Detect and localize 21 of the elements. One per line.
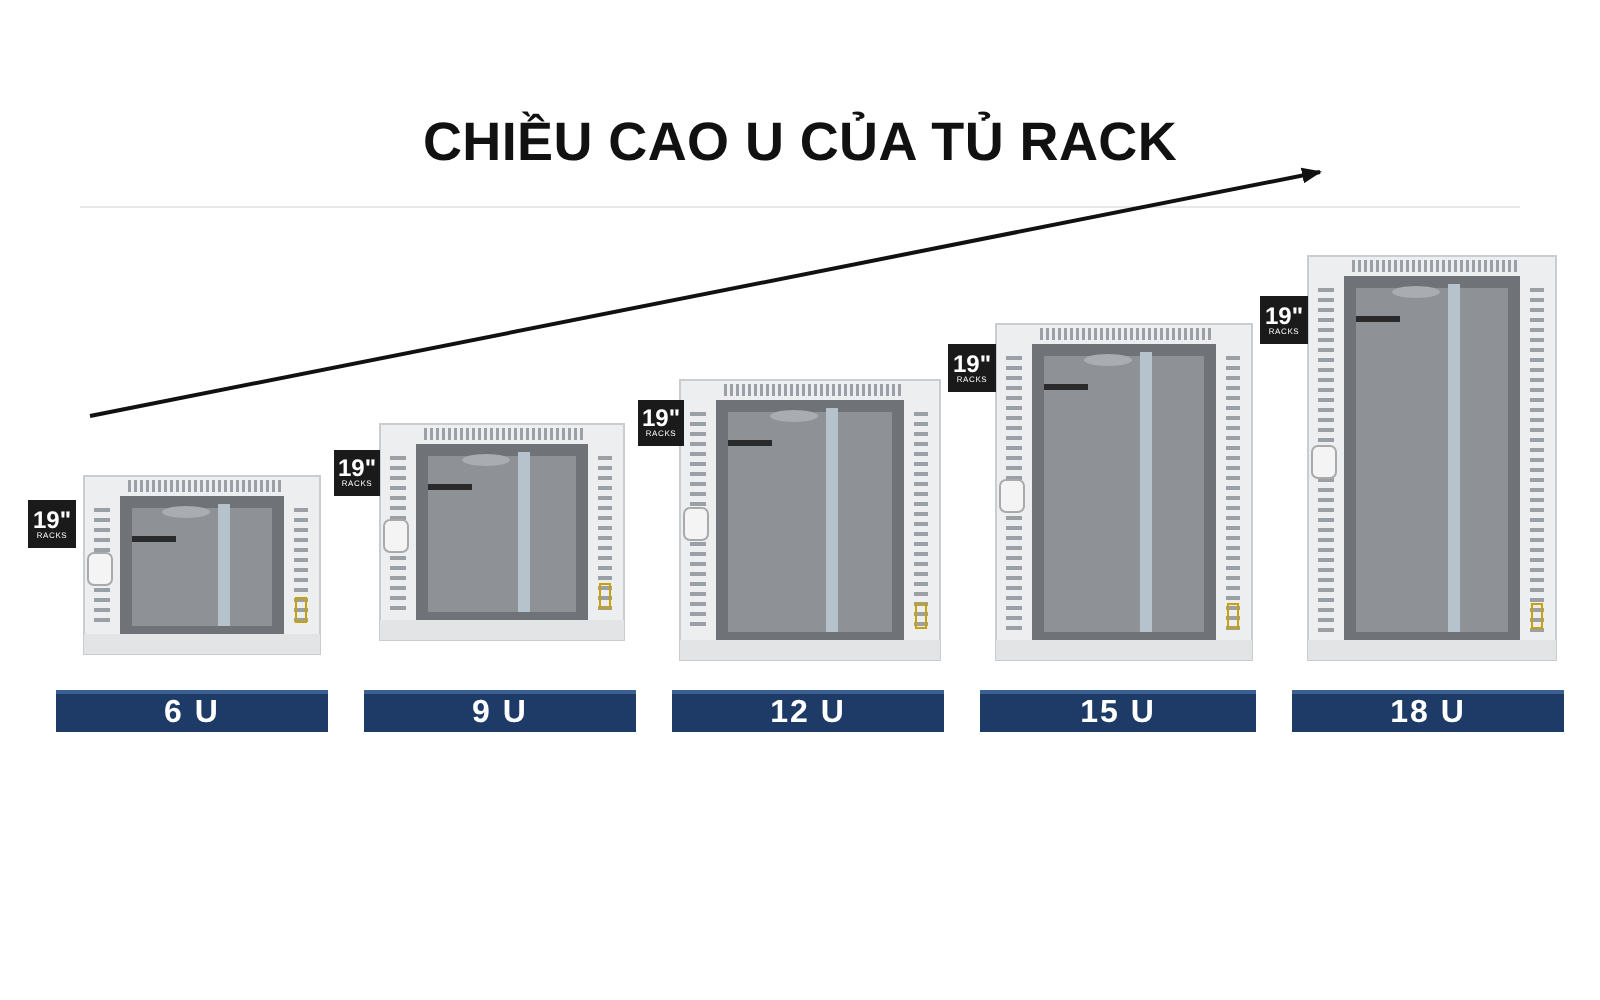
size-badge [28, 500, 76, 548]
badge-number: 19" [337, 456, 377, 481]
badge-number: 19" [641, 406, 681, 431]
size-label-bar [1292, 690, 1564, 732]
size-label: 18 U [1390, 695, 1466, 731]
size-label-bar [364, 690, 636, 732]
size-badge [948, 344, 996, 392]
size-label-bar [56, 690, 328, 732]
size-badge [638, 400, 684, 446]
size-label-bar [672, 690, 944, 732]
size-badge [1260, 296, 1308, 344]
size-label: 15 U [1080, 695, 1156, 731]
size-label: 9 U [472, 695, 528, 731]
badge-number: 19" [952, 351, 992, 376]
size-label: 12 U [770, 695, 846, 731]
size-badge [334, 450, 380, 496]
size-label: 6 U [164, 695, 220, 731]
badge-number: 19" [32, 507, 72, 532]
title: CHIỀU CAO U CỦA TỦ RACK [420, 112, 1180, 174]
badge-number: 19" [1264, 303, 1304, 328]
size-label-bar [980, 690, 1256, 732]
